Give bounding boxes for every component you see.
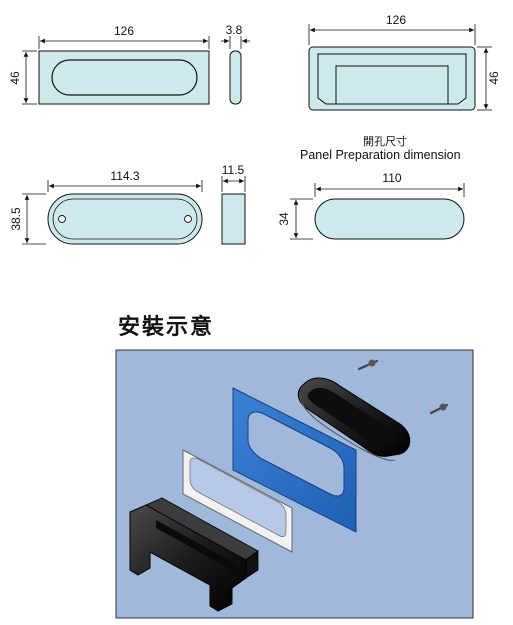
plate-height-label: 38.5 (9, 207, 23, 231)
front-view: 126 46 (8, 24, 210, 105)
plate-side-view: 11.5 (221, 163, 246, 245)
front-height-label: 46 (8, 71, 22, 85)
side-thickness-label: 3.8 (226, 23, 243, 37)
side-view-body (229, 50, 242, 105)
cutout-shape (314, 198, 465, 240)
screw-icon (357, 359, 379, 371)
screw-icon (429, 403, 449, 415)
plate-width-label: 114.3 (110, 169, 139, 183)
back-width-label: 126 (386, 13, 406, 27)
cutout-view: 110 34 (277, 171, 465, 240)
gasket-frame (182, 449, 293, 553)
screw-hole-left (58, 215, 66, 223)
front-width-label: 126 (114, 24, 134, 38)
panel-caption-en: Panel Preparation dimension (300, 148, 461, 162)
back-view-inner (335, 65, 449, 105)
assembly-title: 安裝示意 (118, 315, 215, 340)
plate-thickness-label: 11.5 (222, 163, 245, 177)
panel-caption-zh: 開孔尺寸 (363, 135, 407, 148)
plate-side-body (221, 193, 246, 245)
back-view: 126 46 (308, 13, 501, 111)
screw-hole-right (184, 215, 192, 223)
plate-view-body (47, 193, 203, 245)
back-height-label: 46 (487, 71, 501, 85)
plate-view-inner (52, 198, 198, 240)
front-view-slot (51, 59, 198, 96)
panel-plate (232, 387, 357, 533)
back-cover-part (129, 497, 259, 612)
cutout-width-label: 110 (382, 171, 401, 185)
plate-view: 114.3 38.5 (9, 169, 203, 245)
handle-front-part (297, 377, 411, 461)
cutout-height-label: 34 (277, 212, 291, 226)
assembly-illustration (115, 349, 474, 619)
side-view: 3.8 (221, 23, 250, 105)
